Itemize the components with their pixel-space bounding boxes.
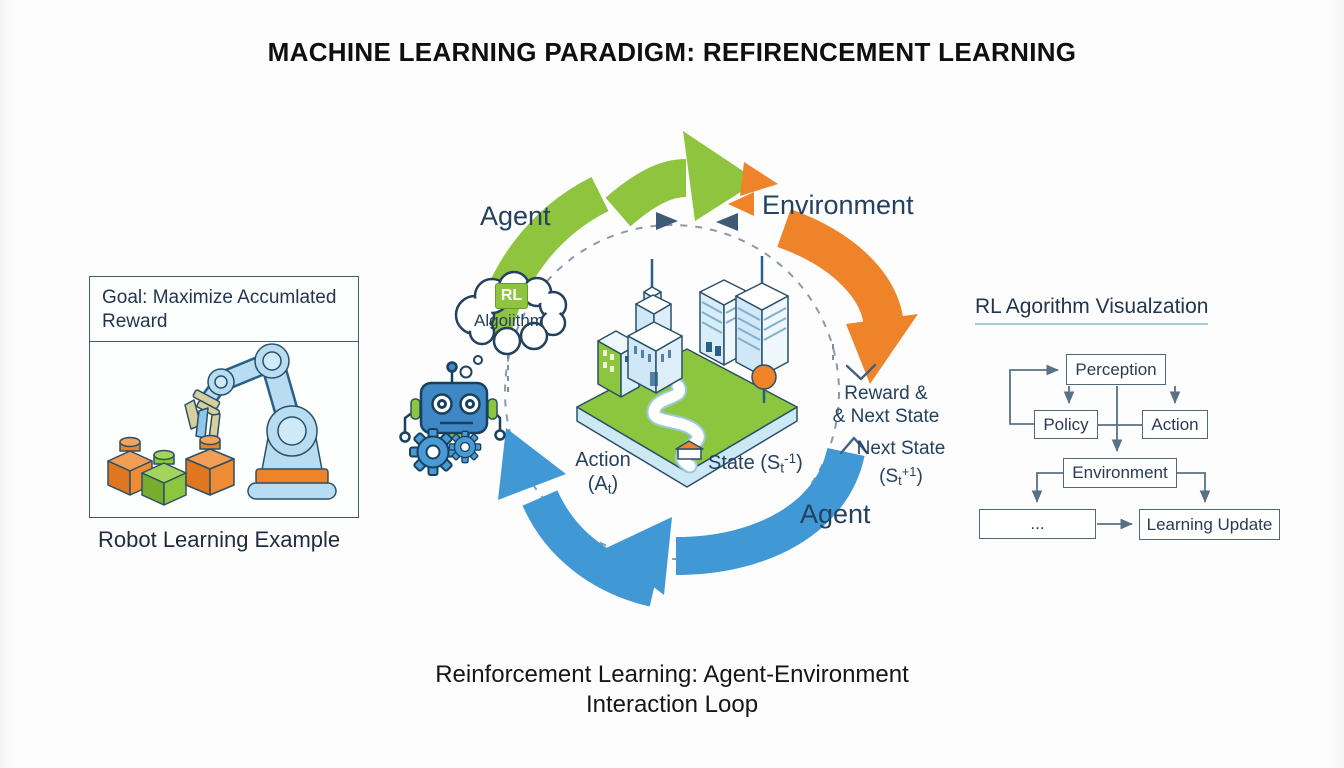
robot-example-caption: Robot Learning Example (98, 527, 341, 552)
flow-node-perception: Perception (1066, 354, 1166, 385)
flow-node-action: Action (1142, 410, 1208, 439)
reward-next-state-label: Reward & & Next State (832, 383, 940, 427)
robot-arm-illustration (107, 343, 337, 506)
flow-node-policy: Policy (1034, 410, 1098, 439)
action-label: Action (At) (575, 449, 631, 497)
flowchart-title: RL Agorithm Visualzation (975, 295, 1209, 325)
state-label: State (St-1) (708, 451, 803, 476)
flow-node-environment: Environment (1063, 458, 1177, 488)
agent-robot-icon (399, 361, 506, 443)
dashed-connectors (507, 344, 877, 455)
environment-label: Environment (762, 190, 914, 220)
goal-text: Goal: Maximize Accumlated Reward (90, 277, 358, 342)
blue-feedback-arrows-icon (498, 428, 865, 607)
goal-box: Goal: Maximize Accumlated Reward (89, 276, 359, 518)
gears-icon (409, 428, 482, 476)
rl-badge: RL (495, 283, 528, 309)
city-environment-illustration (576, 256, 798, 488)
orange-environment-arrow-icon (728, 162, 918, 384)
next-state-label: Next State (St+1) (856, 438, 946, 489)
flowchart-arrows (1009, 364, 1211, 530)
dashed-loop-ring (504, 212, 840, 560)
page-title: MACHINE LEARNING PARADIGM: REFIRENCEMENT… (267, 37, 1077, 67)
flow-node-ellipsis: ... (979, 509, 1096, 539)
agent-bottom-label: Agent (800, 499, 871, 529)
figure-caption: Reinforcement Learning: Agent-Environmen… (435, 661, 909, 718)
cloud-algorithm-label: Algoiithm (474, 311, 544, 330)
agent-top-label: Agent (480, 201, 551, 231)
flow-node-learning-update: Learning Update (1139, 509, 1280, 540)
